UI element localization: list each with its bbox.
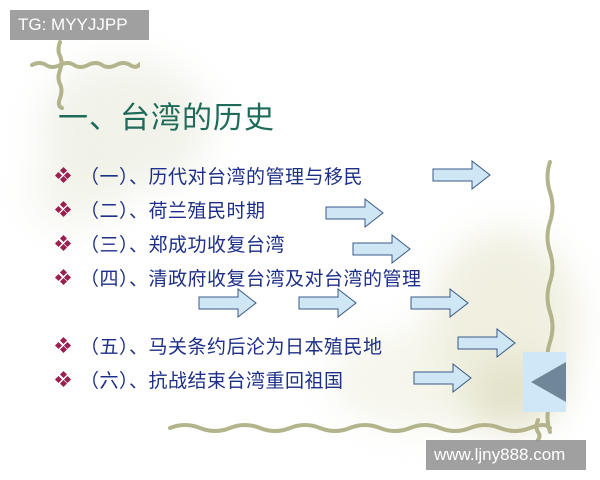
slide-title: 一、台湾的历史 bbox=[58, 101, 275, 136]
arrow-right-icon[interactable] bbox=[413, 363, 473, 393]
list-item-label: （四）、清政府收复台湾及对台湾的管理 bbox=[80, 267, 422, 290]
arrow-right-icon[interactable] bbox=[198, 288, 258, 318]
previous-slide-button[interactable] bbox=[523, 352, 566, 412]
diamond-bullet-icon bbox=[54, 268, 72, 286]
arrow-right-icon[interactable] bbox=[352, 234, 412, 264]
list-item: （六）、抗战结束台湾重回祖国 bbox=[54, 364, 344, 394]
arrow-right-icon[interactable] bbox=[410, 288, 470, 318]
list-item: （四）、清政府收复台湾及对台湾的管理 bbox=[54, 262, 422, 292]
diamond-bullet-icon bbox=[54, 200, 72, 218]
watermark-bottom: www.ljny888.com bbox=[426, 440, 586, 470]
list-item-label: （三）、郑成功收复台湾 bbox=[80, 233, 286, 256]
arrow-right-icon[interactable] bbox=[432, 160, 492, 190]
background-wash bbox=[30, 150, 120, 230]
list-item-label: （六）、抗战结束台湾重回祖国 bbox=[80, 369, 344, 392]
list-item: （三）、郑成功收复台湾 bbox=[54, 228, 286, 258]
arrow-right-icon[interactable] bbox=[298, 288, 358, 318]
decorative-vine-top-left bbox=[30, 40, 140, 110]
list-item-label: （一）、历代对台湾的管理与移民 bbox=[80, 165, 364, 188]
triangle-left-icon bbox=[531, 362, 566, 402]
list-item-label: （五）、马关条约后沦为日本殖民地 bbox=[80, 335, 383, 358]
diamond-bullet-icon bbox=[54, 166, 72, 184]
diamond-bullet-icon bbox=[54, 336, 72, 354]
list-item: （二）、荷兰殖民时期 bbox=[54, 194, 266, 224]
watermark-top: TG: MYYJJPP bbox=[10, 10, 149, 40]
list-item: （五）、马关条约后沦为日本殖民地 bbox=[54, 330, 383, 360]
diamond-bullet-icon bbox=[54, 370, 72, 388]
arrow-right-icon[interactable] bbox=[325, 198, 385, 228]
list-item-label: （二）、荷兰殖民时期 bbox=[80, 199, 266, 222]
list-item: （一）、历代对台湾的管理与移民 bbox=[54, 160, 364, 190]
arrow-right-icon[interactable] bbox=[457, 328, 517, 358]
decorative-vine-bottom bbox=[168, 418, 552, 442]
diamond-bullet-icon bbox=[54, 234, 72, 252]
